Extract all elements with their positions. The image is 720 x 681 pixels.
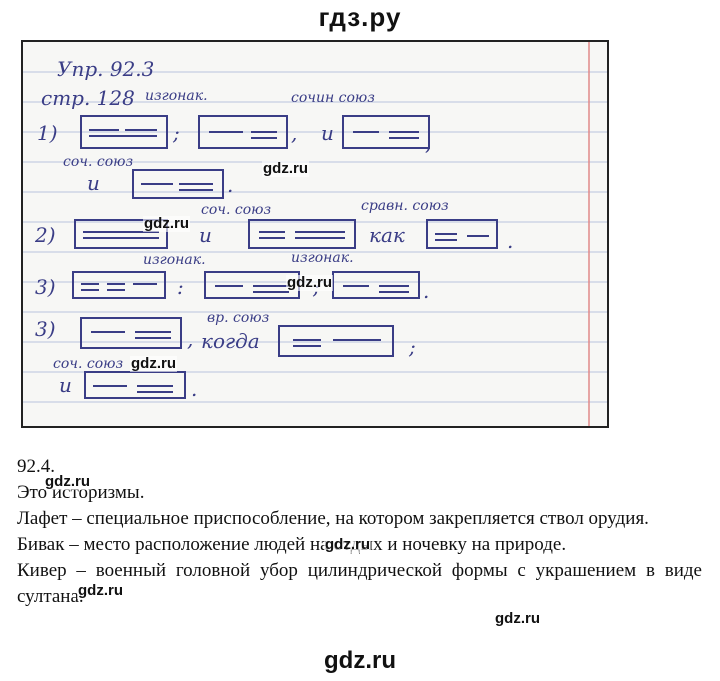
answer-line-3: Бивак – место расположение людей на отды… [17, 534, 567, 555]
line-number-1: 1) [37, 121, 58, 145]
label-soch-soyuz-1: соч. союз [63, 154, 133, 170]
label-bessoyuz-2: изгонак. [143, 252, 206, 268]
svg-text::: : [177, 275, 184, 299]
conj-kogda: когда [201, 329, 260, 353]
conj-kak: как [369, 223, 405, 247]
label-soch-soyuz-2: соч. союз [201, 202, 271, 218]
conj-i-1: и [321, 121, 334, 145]
site-footer: gdz.ru [324, 647, 396, 674]
svg-text:.: . [227, 173, 233, 197]
svg-text:.: . [423, 279, 429, 303]
label-bessoyuz-1: изгонак. [145, 88, 208, 104]
answer-line-2: Лафет – специальное приспособление, на к… [17, 508, 649, 529]
answer-line-1: Это историзмы. [17, 482, 145, 503]
site-header: гдз.ру [318, 2, 402, 32]
line-number-4: 3) [35, 317, 56, 341]
label-bessoyuz-3: изгонак. [291, 250, 354, 266]
watermark: gdz.ru [77, 582, 124, 599]
svg-text:;: ; [172, 121, 180, 145]
exercise-title: Упр. 92.3 [57, 57, 154, 81]
watermark: gdz.ru [286, 274, 333, 291]
svg-text:.: . [191, 377, 197, 401]
watermark: gdz.ru [130, 355, 177, 372]
watermark: gdz.ru [494, 610, 541, 627]
label-sochin-soyuz: сочин союз [291, 90, 375, 106]
conj-i-2: и [87, 171, 100, 195]
watermark: gdz.ru [143, 215, 190, 232]
label-vr-soyuz: вр. союз [207, 310, 269, 326]
label-soch-soyuz-3: соч. союз [53, 356, 123, 372]
watermark: gdz.ru [324, 536, 371, 553]
watermark: gdz.ru [262, 160, 309, 177]
answer-line-4: Кивер – военный головной убор цилиндриче… [17, 560, 702, 607]
line-number-2: 2) [34, 223, 56, 247]
watermark: gdz.ru [44, 473, 91, 490]
svg-text:,: , [291, 121, 297, 145]
page-ref: стр. 128 [41, 86, 135, 110]
label-sravn-soyuz: сравн. союз [361, 198, 449, 214]
conj-i-4: и [59, 373, 72, 397]
line-number-3: 3) [35, 275, 56, 299]
answer-number: 92.4. [17, 456, 55, 477]
svg-text:.: . [507, 229, 513, 253]
conj-i-3: и [199, 223, 212, 247]
notebook-photo: Упр. 92.3 стр. 128 изгонак. сочин союз 1… [21, 40, 609, 428]
scheme-line-1 [80, 115, 430, 149]
svg-text:,: , [187, 327, 193, 351]
svg-text:,: , [425, 131, 431, 155]
svg-text:;: ; [408, 335, 416, 359]
